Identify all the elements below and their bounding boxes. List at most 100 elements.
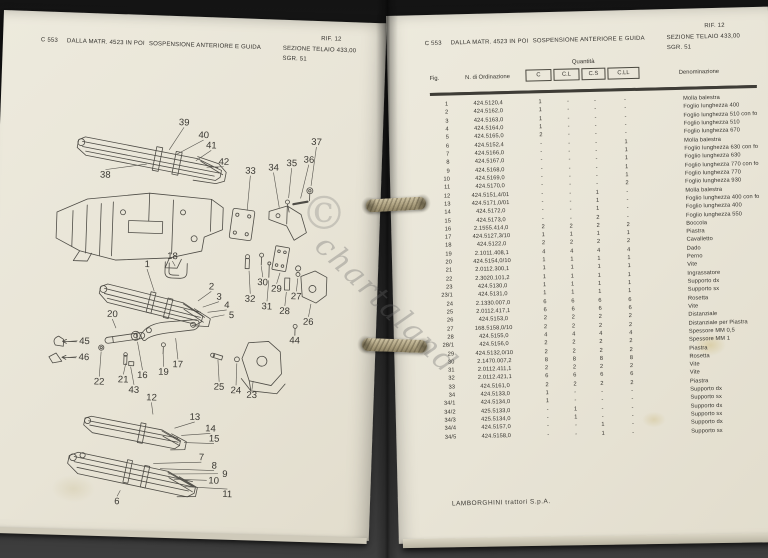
qty-cl-cell: - (569, 181, 572, 188)
qty-cs-cell: 4 (597, 247, 601, 254)
qty-cll-cell: 6 (628, 296, 632, 303)
leader-line-5 (211, 314, 225, 318)
leader-line-2 (197, 291, 212, 302)
qty-c-cell: - (540, 174, 544, 181)
qty-c-cell: - (546, 406, 549, 413)
qty-cs-cell: 1 (597, 264, 601, 271)
qty-c-cell: - (540, 157, 543, 164)
qty-cs-cell: 1 (596, 230, 601, 238)
qty-cs-cell: 2 (599, 347, 603, 354)
callout-5: 5 (229, 310, 235, 321)
qty-cs-cell: - (601, 397, 604, 404)
qty-c-cell: 2 (539, 132, 543, 139)
callout-42: 42 (218, 157, 229, 168)
fig-cell: 19 (445, 251, 452, 258)
callout-26: 26 (303, 317, 314, 328)
leaf-spring-middle (98, 283, 211, 327)
qty-c-cell: - (541, 199, 544, 206)
qty-cs-cell: 6 (598, 297, 602, 304)
qty-cll-cell: - (624, 97, 627, 104)
parts-table: Quantità C C.L C.S C.LL Fig. N. di Ordin… (429, 53, 759, 440)
qty-cll-cell: - (631, 388, 634, 395)
qty-c-cell: 1 (542, 282, 547, 289)
qty-cs-cell: 2 (596, 239, 601, 246)
qty-cl-cell: - (567, 115, 570, 122)
qty-c-cell: 1 (538, 107, 543, 114)
qty-c-cell: 1 (538, 99, 542, 106)
qty-c-cell: - (540, 149, 543, 156)
support-bracket (240, 341, 286, 395)
fig-cell: 34/4 (444, 425, 457, 433)
sezione-telaio: SEZIONE TELAIO 433,00 (666, 33, 741, 42)
fig-cell: 20 (445, 259, 453, 266)
leader-line-27 (296, 278, 299, 292)
qty-cs-cell: - (594, 122, 597, 130)
qty-cl-cell: - (569, 190, 572, 197)
leader-line-4 (207, 309, 227, 313)
ord-cell: 424.5158,0 (481, 432, 512, 440)
fig-cell: 9 (446, 168, 450, 175)
qty-cll-cell: - (631, 404, 634, 411)
callout-16: 16 (137, 370, 148, 381)
fig-cell: 34/5 (444, 434, 457, 441)
qty-cl-cell: 1 (569, 231, 574, 238)
qty-c-cell: 6 (543, 307, 547, 314)
leader-line-32 (248, 270, 251, 294)
qty-cs-cell: 1 (595, 189, 600, 196)
qty-cll-cell: 6 (628, 305, 632, 312)
qty-c-cell: 2 (544, 340, 548, 347)
callout-23: 23 (246, 390, 257, 401)
callout-21: 21 (118, 374, 129, 385)
qty-cs-cell: - (601, 405, 604, 412)
qty-c-cell: 1 (542, 257, 546, 264)
callout-12: 12 (146, 392, 157, 403)
callout-14: 14 (205, 423, 216, 434)
qty-cl-cell: 2 (571, 323, 576, 330)
qty-cl-cell: 2 (572, 347, 576, 355)
fig-cell: 22 (445, 276, 453, 283)
qty-cs-cell: 1 (597, 280, 602, 287)
leader-line-41 (195, 150, 212, 162)
qty-cll-cell: 2 (629, 346, 633, 353)
qty-cs-cell: 1 (601, 430, 605, 437)
rif-number: RIF. 12 (704, 22, 725, 30)
qty-cll-cell: - (631, 413, 634, 420)
qty-cl-cell: - (574, 397, 577, 404)
leader-line-26 (308, 303, 312, 317)
leaf-spring-top (76, 136, 227, 184)
qty-cll-cell: - (626, 205, 629, 212)
sgr-number: SGR. 51 (666, 44, 692, 52)
qty-cll-cell: 1 (627, 280, 632, 287)
qty-cll-cell: 1 (624, 155, 629, 162)
qty-cs-cell: 2 (599, 363, 604, 371)
qty-cll-cell: - (624, 105, 627, 112)
qty-cl-cell: - (567, 123, 570, 130)
qty-cl-cell: - (569, 198, 572, 205)
qty-cl-cell: 4 (572, 331, 576, 338)
qty-cs-cell: 1 (596, 206, 600, 213)
fig-cell: 18 (445, 242, 452, 250)
qty-cl-cell: 8 (572, 356, 577, 363)
callout-38: 38 (100, 169, 111, 180)
callout-4: 4 (224, 300, 230, 311)
callout-29: 29 (271, 283, 282, 294)
qty-c-cell: - (541, 190, 544, 197)
fig-cell: 23/1 (441, 292, 453, 300)
qty-cll-cell: 2 (628, 313, 633, 320)
fig-cell: 32 (448, 375, 455, 383)
fig-cell: 17 (444, 234, 452, 241)
qty-cll-cell: - (631, 421, 635, 428)
model-range: DALLA MATR. 4523 IN POI (450, 38, 529, 47)
qty-c-cell: 1 (541, 232, 546, 239)
qty-cll-cell: - (626, 197, 629, 204)
callout-2: 2 (209, 281, 215, 292)
fig-cell: 8 (446, 159, 450, 166)
fig-cell: 3 (445, 118, 449, 125)
leader-line-28 (284, 291, 287, 307)
callout-44: 44 (289, 335, 300, 346)
leader-line-19 (162, 352, 164, 367)
qty-cs-cell: 6 (600, 372, 604, 379)
qty-cs-cell: - (595, 172, 599, 179)
callout-35: 35 (286, 158, 297, 169)
